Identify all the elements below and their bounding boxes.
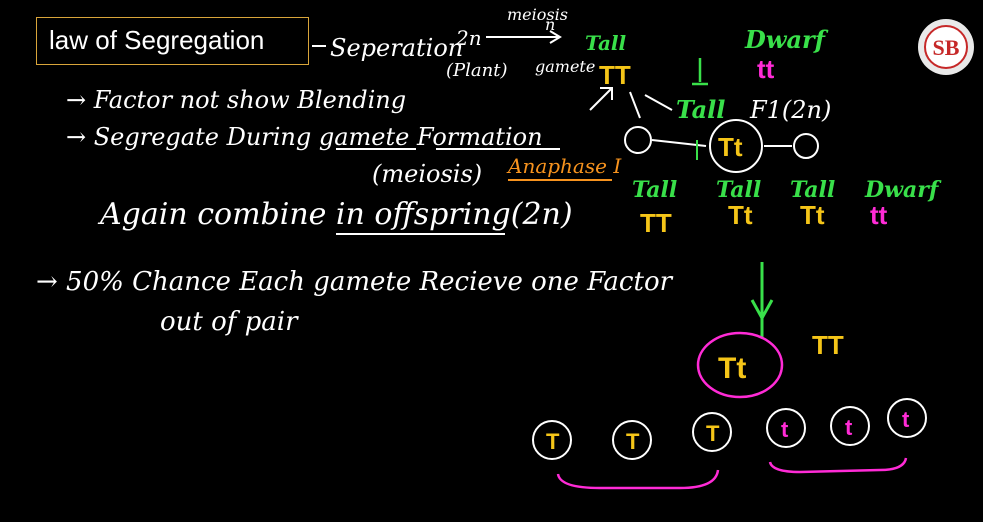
anaphase-label: Anaphase I [506, 154, 622, 178]
logo-ring-icon [924, 25, 968, 69]
f1-circle [709, 119, 763, 173]
f1-generation-label: F1(2n) [749, 96, 831, 124]
gamete-allele-3: T [706, 421, 720, 446]
f2-alleles-3: Tt [800, 200, 825, 230]
plant-label: (Plant) [446, 60, 507, 81]
gamete-allele-1: T [546, 429, 560, 454]
gamete-circle-5 [830, 406, 870, 446]
gamete-arrow-left-head [600, 87, 613, 100]
cross-pair-alleles: Tt [718, 352, 746, 385]
f1-tall-label: Tall [676, 95, 725, 124]
f2-label-3: Tall [790, 177, 835, 203]
f2-alleles-2: Tt [728, 200, 753, 230]
cross-pair-side-alleles: TT [812, 330, 844, 360]
gamete-circle-4 [766, 408, 806, 448]
point-no-blending: → Factor not show Blending [66, 86, 406, 114]
gamete-arrow-f1 [644, 94, 673, 111]
parent-dwarf-alleles: tt [757, 54, 775, 84]
gamete-label: gamete [535, 57, 595, 76]
parent-dwarf-label: Dwarf [744, 25, 829, 54]
gamete-circle-6 [887, 398, 927, 438]
self-cross-circle-right [793, 133, 819, 159]
self-cross-circle-left [624, 126, 652, 154]
f1-alleles: Tt [718, 132, 743, 162]
f2-label-4: Dwarf [864, 177, 942, 203]
gamete-circle-1 [532, 420, 572, 460]
gamete-circle-3 [692, 412, 732, 452]
definition-text: Seperation [330, 34, 463, 62]
logo-monogram: SB [933, 35, 960, 60]
gamete-arrow-left [589, 87, 613, 111]
logo: SB [918, 19, 974, 75]
brace-dominant [556, 469, 720, 490]
segregation-arrow-head [750, 299, 774, 322]
point-segregate: → Segregate During gamete Formation [66, 123, 543, 151]
parent-tall-alleles: TT [599, 60, 631, 90]
ploidy-2n: 2n [455, 26, 482, 50]
gamete-arrow-right [629, 91, 641, 119]
f2-label-2: Tall [716, 177, 761, 203]
meiosis-label: meiosis [507, 5, 568, 24]
cross-pair-ring [696, 331, 784, 399]
ploidy-n: n [545, 15, 555, 34]
gamete-allele-4: t [781, 417, 789, 442]
gamete-allele-6: t [902, 407, 910, 432]
f2-alleles-4: tt [870, 200, 888, 230]
point-recombine: Again combine in offspring(2n) [97, 197, 573, 232]
gamete-row: T T T t t t [532, 398, 927, 460]
gamete-allele-2: T [626, 429, 640, 454]
f2-label-1: Tall [632, 177, 677, 203]
point-chance: → 50% Chance Each gamete Recieve one Fac… [36, 267, 674, 297]
point-out-of-pair: out of pair [160, 307, 299, 337]
f2-alleles-1: TT [640, 208, 672, 238]
point-meiosis: (meiosis) [372, 160, 482, 188]
gamete-allele-5: t [845, 415, 853, 440]
meiosis-arrow-head [549, 30, 562, 44]
brace-recessive [768, 457, 908, 474]
page-title: law of Segregation [36, 17, 309, 65]
parent-tall-label: Tall [585, 31, 627, 55]
gamete-circle-2 [612, 420, 652, 460]
